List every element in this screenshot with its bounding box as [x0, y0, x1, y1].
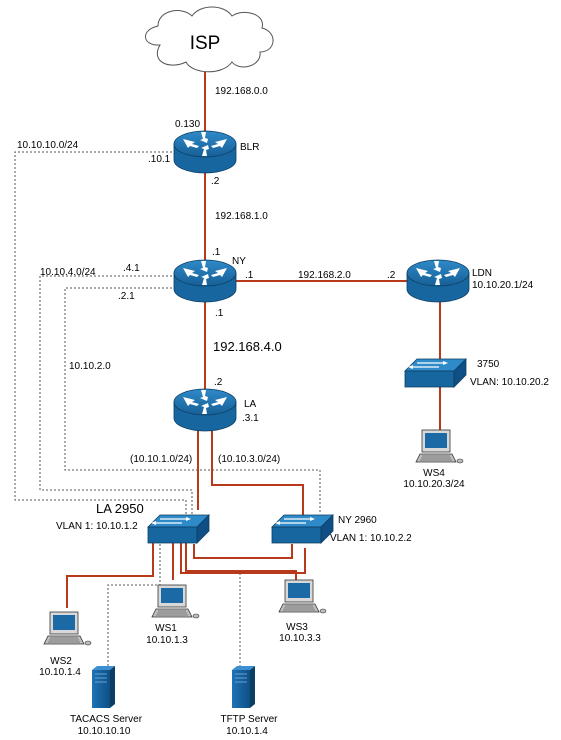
computer-icon	[278, 579, 327, 614]
host-name: WS1	[155, 623, 177, 634]
switch-name: LA 2950	[96, 501, 144, 516]
server-ip: 10.10.10.10	[78, 726, 131, 737]
host-name: WS3	[286, 622, 308, 633]
server-tacacs: TACACS Server 10.10.10.10	[70, 665, 143, 737]
router-ldn: LDN 10.10.20.1/24	[406, 259, 534, 303]
subnet-label-ny-ldn: 192.168.2.0	[298, 270, 351, 281]
interface-label-ny-ldn: .1	[245, 270, 254, 281]
computer-icon	[415, 429, 464, 464]
subnet-label-10-10-10: 10.10.10.0/24	[17, 140, 79, 151]
interface-label-ny-la: .1	[215, 308, 224, 319]
link-2950-2960	[193, 544, 293, 559]
switch-vlan: VLAN 1: 10.10.2.2	[330, 533, 412, 544]
router-name: NY	[232, 256, 246, 267]
workstation-ws3: WS3 10.10.3.3	[278, 579, 327, 644]
switch-icon	[271, 514, 334, 544]
workstation-ws4: WS4 10.10.20.3/24	[403, 429, 465, 490]
subnet-label-10-10-1: (10.10.1.0/24)	[130, 454, 192, 465]
interface-label-ny-41: .4.1	[123, 263, 140, 274]
interface-label-blr-ny: .2	[211, 176, 220, 187]
host-ip: 10.10.1.3	[146, 635, 188, 646]
isp-cloud: ISP	[145, 6, 274, 73]
computer-icon	[43, 611, 92, 646]
host-name: WS4	[423, 468, 445, 479]
switch-vlan: VLAN: 10.10.20.2	[470, 377, 549, 388]
interface-label-ny-blr: .1	[212, 247, 221, 258]
cloud-icon	[145, 6, 274, 73]
router-ny: NY	[173, 256, 246, 303]
switch-icon	[147, 514, 210, 544]
switch-name: 3750	[477, 359, 500, 370]
host-ip: 10.10.20.3/24	[403, 479, 465, 490]
subnet-label-10-10-4: 10.10.4.0/24	[40, 267, 96, 278]
server-icon	[231, 665, 256, 709]
switch-ny-2960: NY 2960 VLAN 1: 10.10.2.2	[271, 514, 412, 544]
interface-label-blr-lan: .10.1	[148, 154, 171, 165]
dotted-10-10-2	[64, 287, 321, 514]
router-la: LA .3.1	[173, 388, 259, 432]
dotted-tacacs	[107, 544, 161, 668]
host-ip: 10.10.1.4	[39, 667, 81, 678]
router-name: BLR	[240, 142, 259, 153]
subnet-label-isp-blr: 192.168.0.0	[215, 86, 268, 97]
router-ip: 10.10.20.1/24	[472, 280, 534, 291]
switch-vlan: VLAN 1: 10.10.1.2	[56, 521, 138, 532]
switch-icon	[404, 358, 467, 388]
server-ip: 10.10.1.4	[226, 726, 268, 737]
host-name: WS2	[50, 656, 72, 667]
computer-icon	[151, 584, 200, 619]
server-name: TACACS Server	[70, 714, 143, 725]
link-2950-ws2	[66, 543, 154, 608]
interface-label-blr-isp: 0.130	[175, 119, 200, 130]
router-name: LA	[244, 399, 257, 410]
interface-label-la-ny: .2	[214, 377, 223, 388]
router-blr: BLR	[173, 130, 259, 174]
router-name: LDN	[472, 268, 492, 279]
router-ip: .3.1	[242, 413, 259, 424]
host-ip: 10.10.3.3	[279, 633, 321, 644]
switch-la-2950: LA 2950 VLAN 1: 10.10.1.2	[56, 501, 210, 544]
subnet-label-10-10-3: (10.10.3.0/24)	[218, 454, 280, 465]
interface-label-ny-21: .2.1	[118, 291, 135, 302]
interface-label-ldn-ny: .2	[387, 270, 396, 281]
router-icon	[173, 388, 237, 432]
router-icon	[173, 259, 237, 303]
subnet-label-ny-la: 192.168.4.0	[213, 339, 282, 354]
link-la-2960	[211, 423, 304, 515]
router-icon	[406, 259, 470, 303]
link-2950-ws3	[185, 543, 297, 580]
dotted-10-10-4	[39, 275, 193, 514]
switch-name: NY 2960	[338, 515, 377, 526]
workstation-ws2: WS2 10.10.1.4	[39, 611, 92, 678]
subnet-label-blr-ny: 192.168.1.0	[215, 211, 268, 222]
dotted-10-10-10	[14, 151, 187, 514]
server-tftp: TFTP Server 10.10.1.4	[220, 665, 278, 737]
isp-label: ISP	[190, 33, 221, 54]
switch-3750: 3750 VLAN: 10.10.20.2	[404, 358, 549, 388]
server-name: TFTP Server	[220, 714, 278, 725]
link-2960-ws3	[180, 543, 306, 574]
logical-links	[14, 151, 321, 668]
workstation-ws1: WS1 10.10.1.3	[146, 584, 200, 646]
router-icon	[173, 130, 237, 174]
subnet-label-10-10-2: 10.10.2.0	[69, 361, 111, 372]
wan-links	[66, 72, 441, 608]
server-icon	[91, 665, 116, 709]
